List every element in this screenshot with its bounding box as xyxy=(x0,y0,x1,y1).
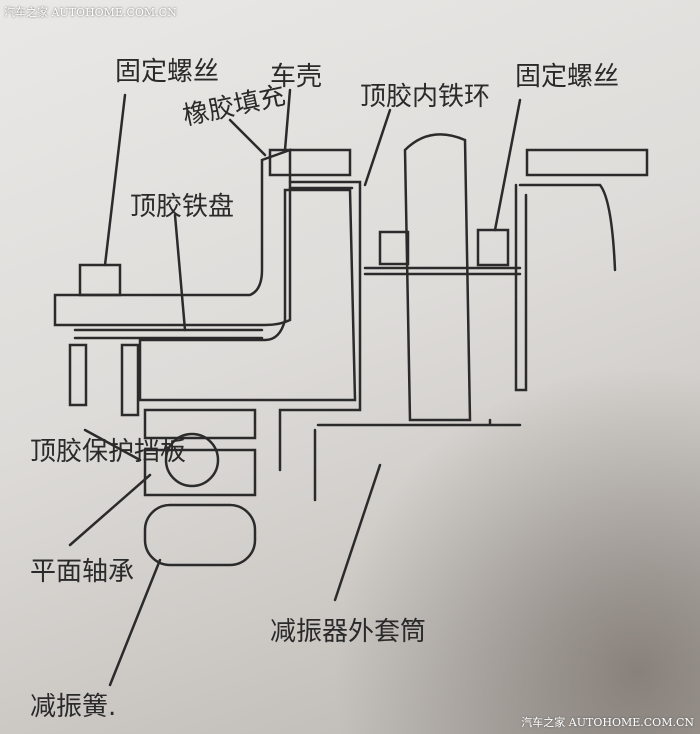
car-body-right xyxy=(525,148,649,177)
guard-right xyxy=(120,343,140,417)
nut-right xyxy=(476,228,510,267)
right-ring xyxy=(514,183,617,392)
label-flat-bearing: 平面轴承 xyxy=(30,557,134,587)
bearing-ball xyxy=(164,432,220,488)
rubber-fill xyxy=(138,188,357,402)
guard-left xyxy=(68,343,88,407)
shock-shaft xyxy=(403,133,472,422)
label-shock-outer-tube: 减振器外套筒 xyxy=(270,617,426,647)
spring-coil xyxy=(143,503,257,567)
label-car-body: 车壳 xyxy=(270,62,322,92)
washer xyxy=(363,266,522,276)
label-top-mount-guard: 顶胶保护挡板 xyxy=(30,437,186,467)
car-body-top xyxy=(268,148,352,177)
inner-ring xyxy=(278,180,362,472)
label-fixing-screw-left: 固定螺丝 xyxy=(115,57,219,87)
label-top-mount-plate: 顶胶铁盘 xyxy=(130,192,234,222)
car-body-plate xyxy=(53,148,292,327)
bolt-head xyxy=(78,263,122,297)
leader-lines xyxy=(68,88,522,687)
bearing-bottom xyxy=(143,448,257,497)
label-inner-ring: 顶胶内铁环 xyxy=(360,82,490,112)
bearing-top xyxy=(143,408,257,440)
watermark-bottom: 汽车之家 AUTOHOME.COM.CN xyxy=(521,716,694,729)
nut-left xyxy=(378,230,410,266)
paper-shadow xyxy=(280,314,700,734)
outer-tube xyxy=(313,418,522,502)
top-mount-plate xyxy=(73,328,264,340)
label-fixing-screw-right: 固定螺丝 xyxy=(515,62,619,92)
label-spring: 减振簧. xyxy=(30,692,116,722)
watermark-top: 汽车之家 AUTOHOME.COM.CN xyxy=(4,6,177,19)
